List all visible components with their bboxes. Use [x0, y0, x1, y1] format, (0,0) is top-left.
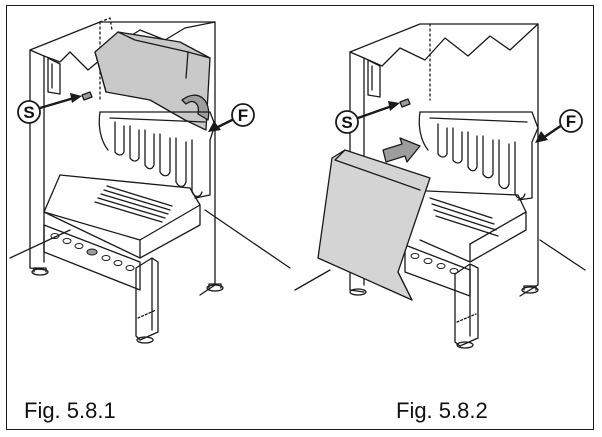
- callout-f-fig2: F: [559, 109, 583, 133]
- removed-panel: [317, 149, 431, 301]
- figure-caption-1: Fig. 5.8.1: [24, 398, 116, 423]
- svg-text:S: S: [23, 103, 34, 122]
- callout-s-fig1: S: [17, 100, 41, 124]
- svg-text:F: F: [238, 106, 248, 125]
- push-arrow: [382, 137, 421, 163]
- figure-caption-2: Fig. 5.8.2: [396, 398, 488, 423]
- svg-text:S: S: [341, 113, 352, 132]
- callout-s-fig2: S: [335, 110, 359, 134]
- control-buttons: [50, 233, 135, 271]
- rotate-arrow: [181, 94, 210, 121]
- figure-2-illustration: [294, 23, 586, 349]
- svg-text:F: F: [566, 112, 576, 131]
- callout-f-fig1: F: [231, 103, 255, 127]
- open-cover: [94, 31, 211, 131]
- figure-1-illustration: [9, 17, 291, 344]
- sensor-part: [81, 91, 93, 101]
- sensor-part: [399, 98, 411, 108]
